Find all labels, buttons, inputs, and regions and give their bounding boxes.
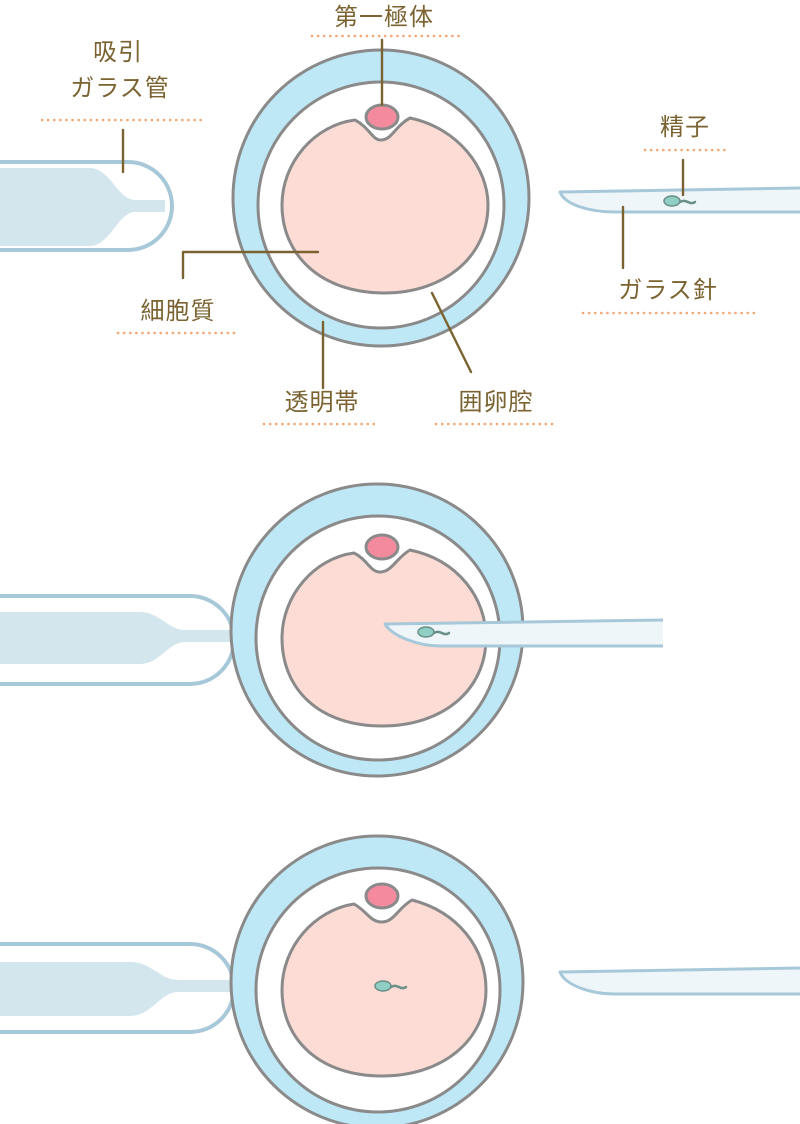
- polar-body: [364, 882, 400, 910]
- glass-needle: [558, 966, 800, 996]
- glass-needle: [383, 618, 664, 648]
- leader-cytoplasm: [181, 250, 320, 280]
- label-suction-pipette-2: ガラス管: [70, 74, 170, 102]
- label-zona-pellucida: 透明帯: [285, 388, 360, 416]
- panel-before-injection: 第一極体 吸引 ガラス管 精子 細胞質 ガラス針 透明帯 囲卵腔: [0, 3, 800, 426]
- polar-body: [364, 103, 400, 131]
- label-perivitelline-space: 囲卵腔: [459, 388, 534, 416]
- oocyte: [229, 482, 525, 778]
- sperm-icon: [417, 626, 451, 638]
- suction-pipette: [0, 594, 236, 686]
- label-sperm: 精子: [660, 113, 710, 141]
- oocyte: [229, 834, 525, 1124]
- glass-needle: [558, 186, 800, 214]
- label-cytoplasm: 細胞質: [141, 297, 216, 325]
- panel-needle-inserted: [0, 482, 664, 778]
- suction-pipette: [0, 942, 236, 1034]
- cytoplasm: [280, 548, 488, 728]
- sperm-icon: [663, 195, 697, 207]
- label-suction-pipette-1: 吸引: [93, 38, 143, 66]
- label-polar-body: 第一極体: [334, 3, 434, 31]
- leader-perivitelline: [430, 291, 473, 374]
- panel-after-injection: [0, 834, 800, 1124]
- label-glass-needle: ガラス針: [618, 276, 718, 304]
- sperm-icon: [374, 980, 408, 992]
- suction-pipette: [0, 160, 174, 252]
- cytoplasm: [280, 116, 490, 295]
- polar-body: [364, 533, 400, 561]
- oocyte: [231, 48, 531, 348]
